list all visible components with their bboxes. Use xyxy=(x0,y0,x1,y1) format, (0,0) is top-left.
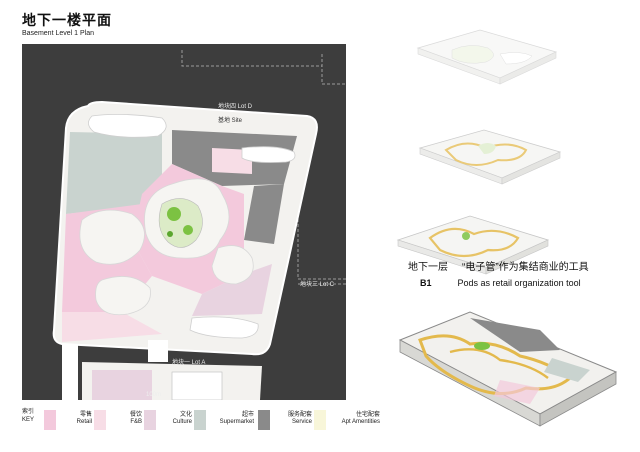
legend-item-fnb: 餐饮 F&B xyxy=(94,408,142,438)
level-description-cn: “电子管”作为集结商业的工具 xyxy=(462,262,589,273)
legend-label-en: F&B xyxy=(130,419,142,425)
axo-layer-2 xyxy=(418,129,562,185)
legend-label-cn: 文化 xyxy=(179,412,192,418)
level-description-en: Pods as retail organization tool xyxy=(457,278,581,288)
page-subtitle: Basement Level 1 Plan xyxy=(22,30,94,37)
legend-label-cn: 超市 xyxy=(241,412,254,418)
basement-plan: 地块四 Lot D 基地 Site 地块三 Lot C 地块一 Lot A 10… xyxy=(22,44,346,400)
legend-label-en: Apt Amentities xyxy=(341,419,380,425)
legend-swatch xyxy=(44,410,56,430)
legend-item-apt-amenities: 住宅配套 Apt Amentities xyxy=(314,408,380,438)
legend-label-cn: 服务配套 xyxy=(287,412,312,418)
legend-swatch xyxy=(144,410,156,430)
scale-label: 100m xyxy=(146,392,161,398)
legend-label-cn: 餐饮 xyxy=(129,412,142,418)
legend-key: 索引 KEY xyxy=(22,408,34,424)
legend-swatch xyxy=(258,410,270,430)
legend-item-culture: 文化 Culture xyxy=(144,408,192,438)
legend-swatch xyxy=(314,410,326,430)
level-caption-en: B1 Pods as retail organization tool xyxy=(420,278,581,288)
level-caption-cn: 地下一层 “电子管”作为集结商业的工具 xyxy=(408,258,589,273)
lot-a-label: 地块一 Lot A xyxy=(172,358,205,366)
level-name-cn: 地下一层 xyxy=(408,262,448,273)
level-name-en: B1 xyxy=(420,278,432,288)
legend-item-retail: 零售 Retail xyxy=(44,408,92,438)
legend-key-cn: 索引 xyxy=(22,409,35,415)
legend-swatch xyxy=(194,410,206,430)
legend-label-en: Service xyxy=(291,419,312,425)
legend-item-service: 服务配套 Service xyxy=(258,408,312,438)
axonometric-stack xyxy=(396,29,618,427)
axo-layer-3 xyxy=(396,215,550,275)
legend-label-en: Supermarket xyxy=(219,419,254,425)
lot-d-label: 地块四 Lot D xyxy=(218,102,253,110)
legend-label-cn: 零售 xyxy=(79,412,92,418)
legend-label-en: Retail xyxy=(76,419,92,425)
legend-label-en: Culture xyxy=(172,419,192,425)
lot-c-label: 地块三 Lot C xyxy=(300,280,335,288)
legend-key-en: KEY xyxy=(22,417,35,423)
legend-item-supermarket: 超市 Supermarket xyxy=(194,408,254,438)
legend: 索引 KEY 零售 Retail 餐饮 F&B 文化 Culture 超市 Su… xyxy=(22,408,382,444)
legend-label-cn: 住宅配套 xyxy=(355,412,380,418)
site-label: 基地 Site xyxy=(218,116,243,124)
legend-swatch xyxy=(94,410,106,430)
page-title: 地下一楼平面 xyxy=(22,12,112,28)
axo-layer-1 xyxy=(416,29,558,85)
axo-layer-b1 xyxy=(398,311,618,427)
